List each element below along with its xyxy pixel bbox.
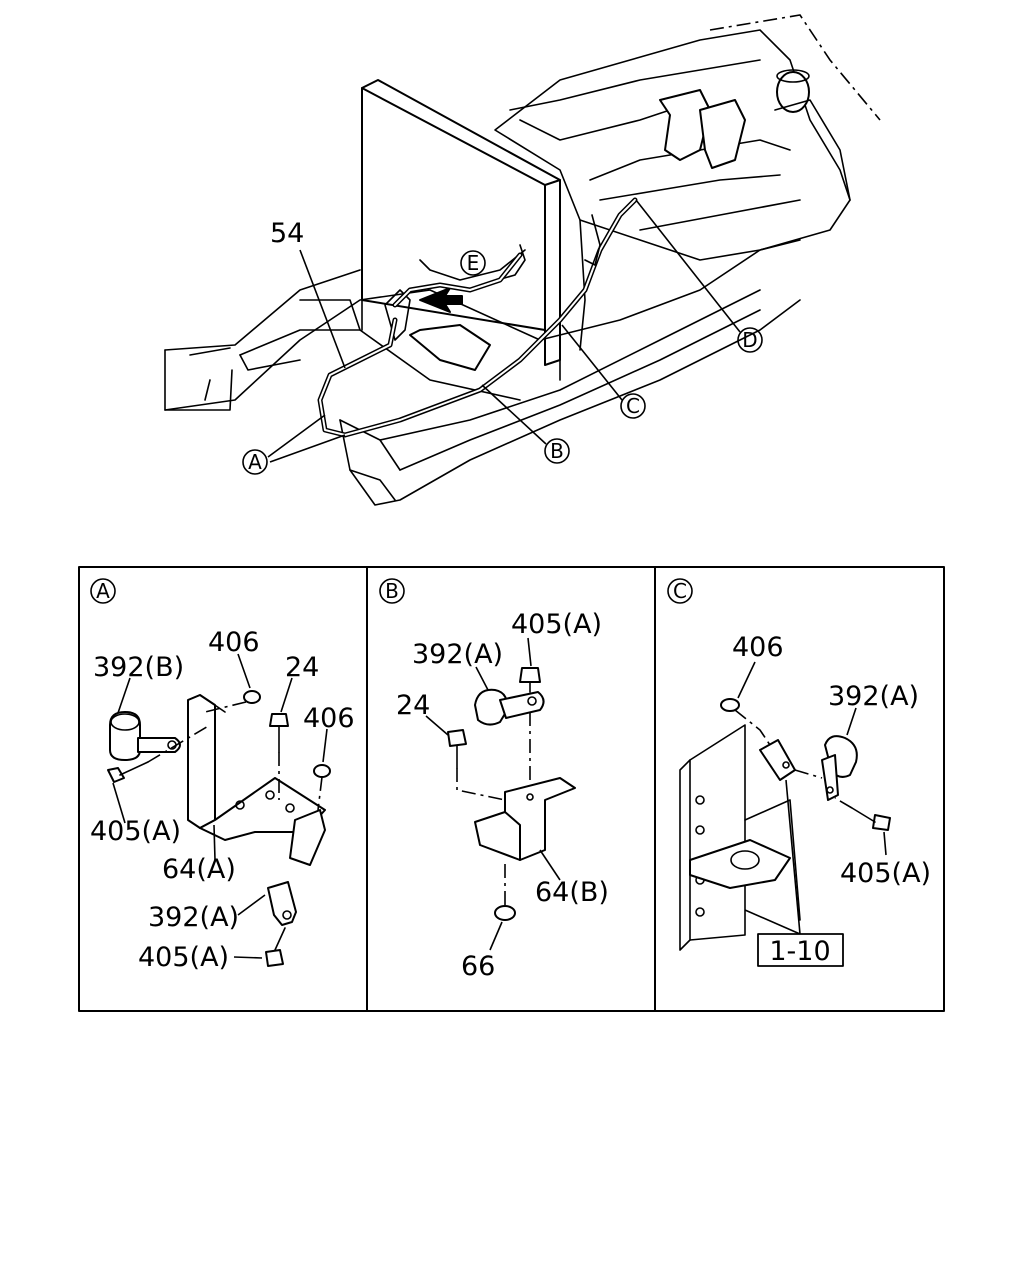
frame-plate-c [679, 724, 801, 951]
chassis-frame [164, 219, 801, 506]
ref-box-1-10: 1-10 [757, 933, 844, 967]
wiring-harness [317, 197, 638, 438]
svg-text:D: D [742, 328, 757, 352]
label-405a-b: 405(A) [511, 609, 602, 640]
detail-b-panel: B 405 [379, 578, 609, 982]
label-64a: 64(A) [162, 854, 236, 885]
bolt-405a-left [107, 724, 211, 783]
label-24-b: 24 [396, 690, 430, 721]
svg-text:A: A [248, 450, 262, 474]
svg-text:B: B [550, 439, 564, 463]
engine-block [494, 14, 881, 261]
label-392a-c: 392(A) [828, 681, 919, 712]
leader-b [481, 384, 547, 445]
detail-c-letter: C [667, 578, 693, 604]
leader-a2 [269, 434, 346, 463]
label-405a-c: 405(A) [840, 858, 931, 889]
svg-text:C: C [673, 579, 687, 603]
svg-text:E: E [467, 251, 480, 275]
label-64b: 64(B) [535, 877, 609, 908]
part-label-54: 54 [270, 218, 304, 249]
bolt-405a-c [834, 797, 891, 831]
leader-54 [299, 249, 346, 369]
bolt-405a-b [519, 667, 541, 785]
label-392a-a: 392(A) [148, 902, 239, 933]
nut-406-c [720, 698, 740, 712]
svg-text:1-10: 1-10 [769, 936, 830, 967]
nut-406-right [313, 764, 331, 778]
label-392a-b: 392(A) [412, 639, 503, 670]
label-406-a1: 406 [208, 627, 260, 658]
bolt-24-b [447, 729, 506, 801]
clamp-392a-c [821, 735, 858, 801]
svg-text:A: A [96, 579, 110, 603]
bracket-64a [187, 694, 326, 866]
radiator [361, 79, 561, 366]
detail-panels-frame [78, 566, 945, 1012]
leader-a1 [267, 414, 326, 458]
callout-d: D [737, 327, 763, 353]
label-405a-a1: 405(A) [90, 816, 181, 847]
bolt-405a-bottom [265, 927, 286, 967]
callout-a: A [242, 449, 268, 475]
clamp-392a-b [474, 688, 545, 726]
detail-a-panel: A [90, 578, 355, 973]
callout-e: E [460, 250, 486, 276]
detail-b-letter: B [379, 578, 405, 604]
detail-a-letter: A [90, 578, 116, 604]
svg-text:C: C [626, 394, 640, 418]
callout-c: C [620, 393, 646, 419]
leader-c [561, 324, 623, 401]
label-392b: 392(B) [93, 652, 184, 683]
nut-66 [494, 905, 516, 921]
svg-text:B: B [385, 579, 399, 603]
clamp-392a-lower [267, 881, 297, 926]
detail-c-panel: C [667, 578, 931, 967]
overview-illustration: 54 A B C D E [164, 14, 881, 506]
label-406-a2: 406 [303, 703, 355, 734]
bolt-24 [269, 713, 289, 800]
clamp-392b [109, 711, 181, 761]
leader-d [635, 199, 741, 333]
label-24-a: 24 [285, 652, 319, 683]
label-406-c: 406 [732, 632, 784, 663]
label-66: 66 [461, 951, 495, 982]
label-405a-a2: 405(A) [138, 942, 229, 973]
nut-406-top [243, 690, 261, 704]
bracket-64b [474, 777, 576, 861]
callout-b: B [544, 438, 570, 464]
